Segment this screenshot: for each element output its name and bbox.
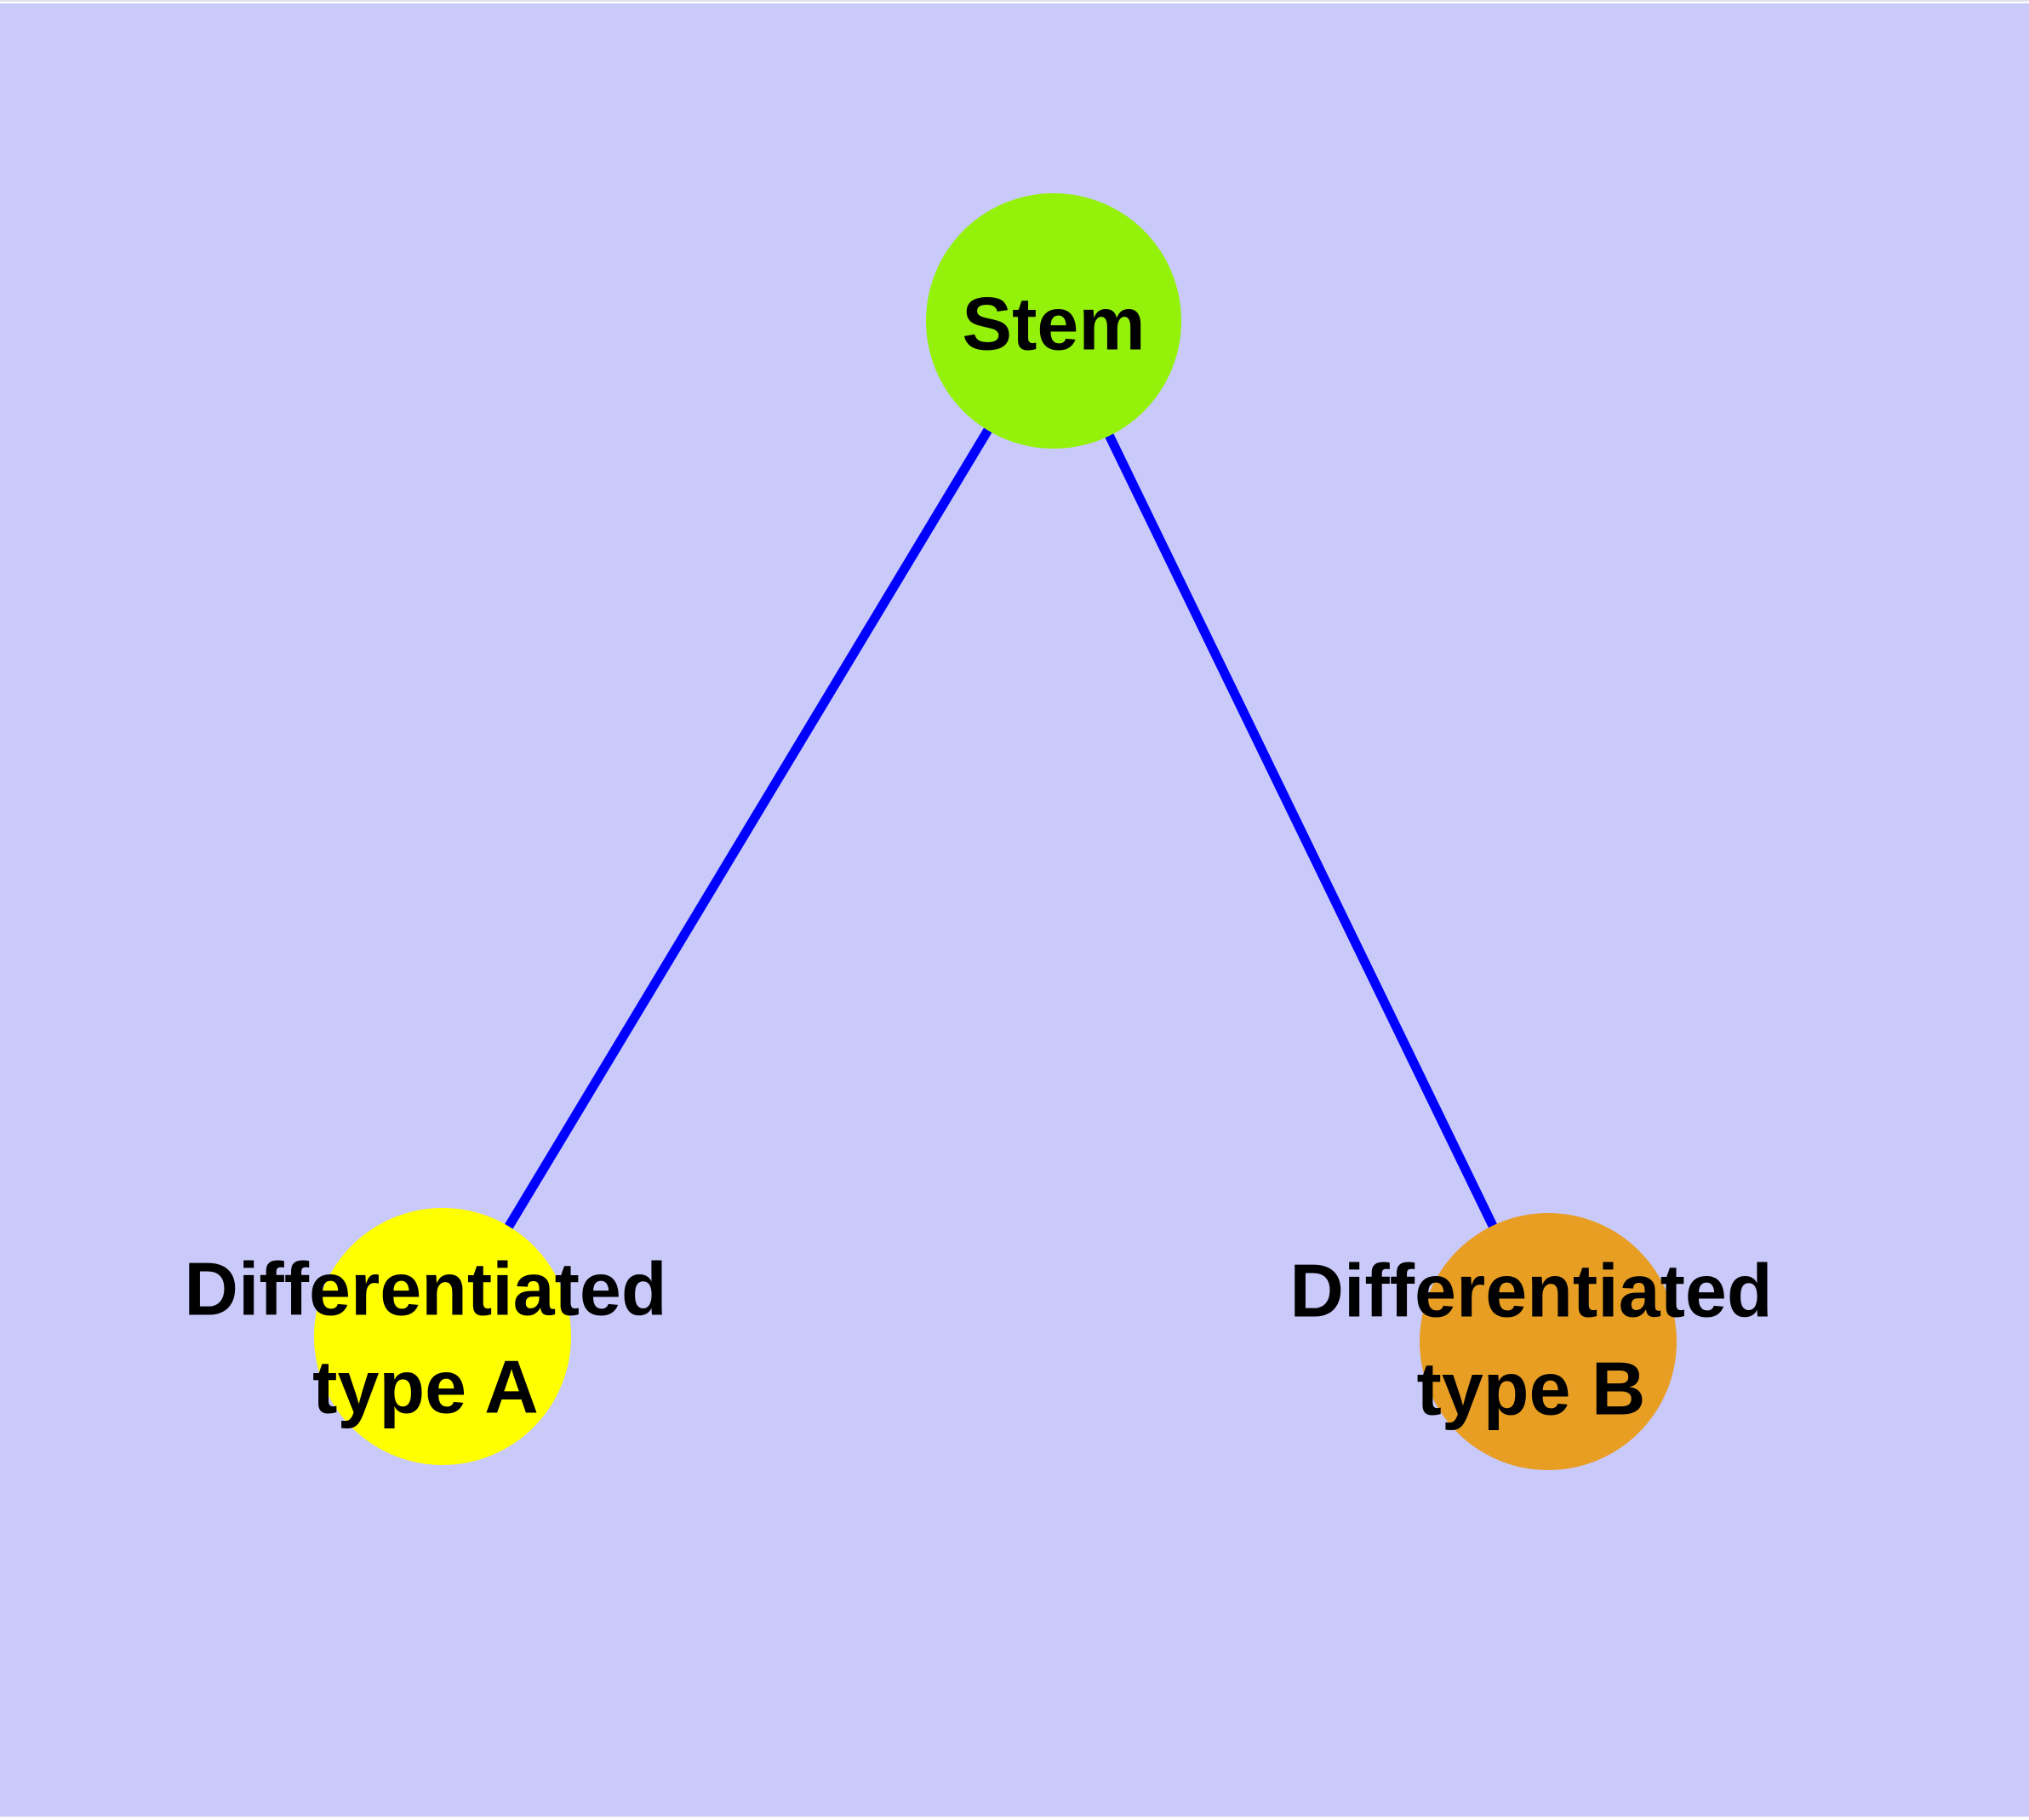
edge-stem-to-type-b	[1049, 318, 1552, 1342]
node-stem[interactable]	[926, 193, 1181, 449]
edge-stem-to-type-a	[438, 318, 1058, 1339]
diagram-canvas: Stem Differentiated type A Differentiate…	[0, 3, 2029, 1817]
window-top-hairline	[0, 0, 2029, 2]
node-type-a-label-line2: type A	[312, 1345, 539, 1429]
node-type-b-circle[interactable]	[1420, 1213, 1677, 1470]
node-type-b-label-line1: Differentiated	[1289, 1249, 1772, 1333]
node-type-a-label-line1: Differentiated	[184, 1247, 666, 1331]
node-stem-circle[interactable]	[926, 193, 1181, 449]
node-differentiated-type-a[interactable]	[314, 1208, 571, 1465]
node-type-a-circle[interactable]	[314, 1208, 571, 1465]
graph-svg: Stem Differentiated type A Differentiate…	[0, 3, 2029, 1817]
node-differentiated-type-b[interactable]	[1420, 1213, 1677, 1470]
node-type-b-label-line2: type B	[1417, 1347, 1646, 1431]
node-stem-label: Stem	[962, 282, 1145, 366]
